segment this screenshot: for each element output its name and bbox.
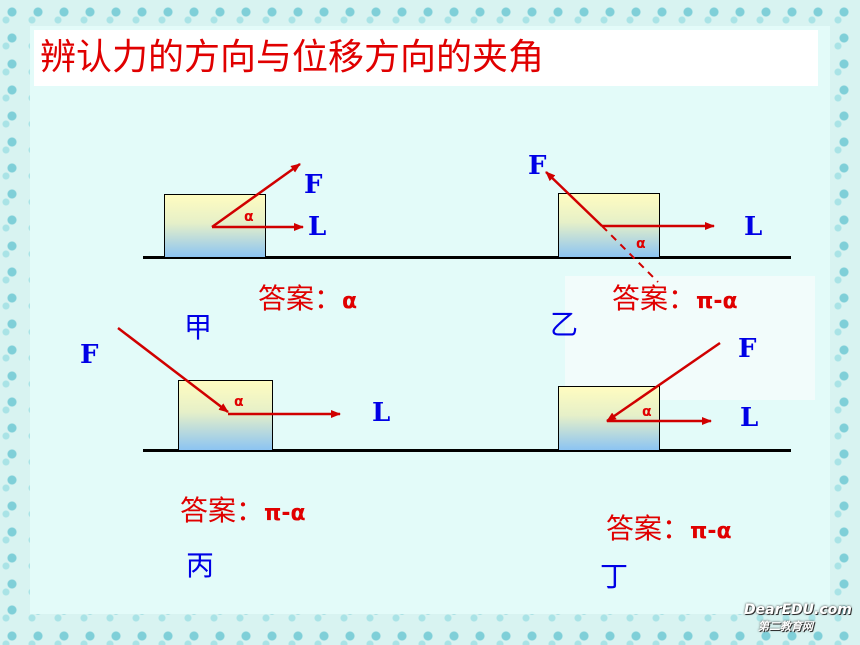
angle-label-jia: α: [244, 209, 254, 225]
force-arrow-ding: [606, 341, 721, 423]
answer-yi: 答案：π-α: [612, 285, 738, 313]
answer-value-ding: π-α: [690, 519, 732, 544]
logo-line2: 第二教育网: [758, 620, 813, 633]
logo-line1: DearEDU.com: [744, 602, 852, 618]
slide-title: 辨认力的方向与位移方向的夹角: [40, 37, 545, 78]
angle-label-ding: α: [642, 404, 652, 420]
displacement-label-ding: L: [740, 403, 759, 433]
answer-bing: 答案：π-α: [180, 497, 306, 525]
answer-prefix-ding: 答案：: [606, 512, 691, 545]
dearedu-logo: DearEDU.com 第二教育网: [744, 602, 852, 634]
displacement-label-yi: L: [744, 212, 763, 242]
force-label-bing: F: [80, 340, 99, 370]
displacement-label-bing: L: [372, 398, 391, 428]
force-extension-yi: [601, 225, 659, 283]
block-bing: [178, 380, 273, 451]
force-label-yi: F: [528, 151, 547, 181]
displacement-label-jia: L: [308, 212, 327, 242]
angle-label-bing: α: [234, 394, 244, 410]
answer-value-yi: π-α: [696, 289, 738, 314]
panel-name-jia: 甲: [184, 311, 213, 344]
panel-name-yi: 乙: [550, 308, 579, 341]
panel-name-ding: 丁: [600, 560, 629, 593]
ground-line-top: [143, 256, 791, 259]
answer-prefix-jia: 答案：: [258, 282, 343, 315]
answer-prefix-bing: 答案：: [180, 494, 265, 527]
force-arrow-bing: [117, 327, 229, 413]
answer-value-jia: α: [342, 289, 358, 314]
force-label-jia: F: [304, 170, 323, 200]
angle-label-yi: α: [636, 236, 646, 252]
title-box: [34, 30, 818, 86]
force-arrow-jia: [211, 162, 301, 229]
panel-name-bing: 丙: [186, 549, 215, 582]
answer-value-bing: π-α: [264, 501, 306, 526]
force-arrow-yi: [545, 171, 603, 227]
answer-highlight-box: [565, 276, 815, 400]
answer-jia: 答案：α: [258, 285, 357, 313]
ground-line-bottom: [143, 449, 791, 452]
answer-ding: 答案：π-α: [606, 515, 732, 543]
answer-prefix-yi: 答案：: [612, 282, 697, 315]
force-label-ding: F: [738, 334, 757, 364]
